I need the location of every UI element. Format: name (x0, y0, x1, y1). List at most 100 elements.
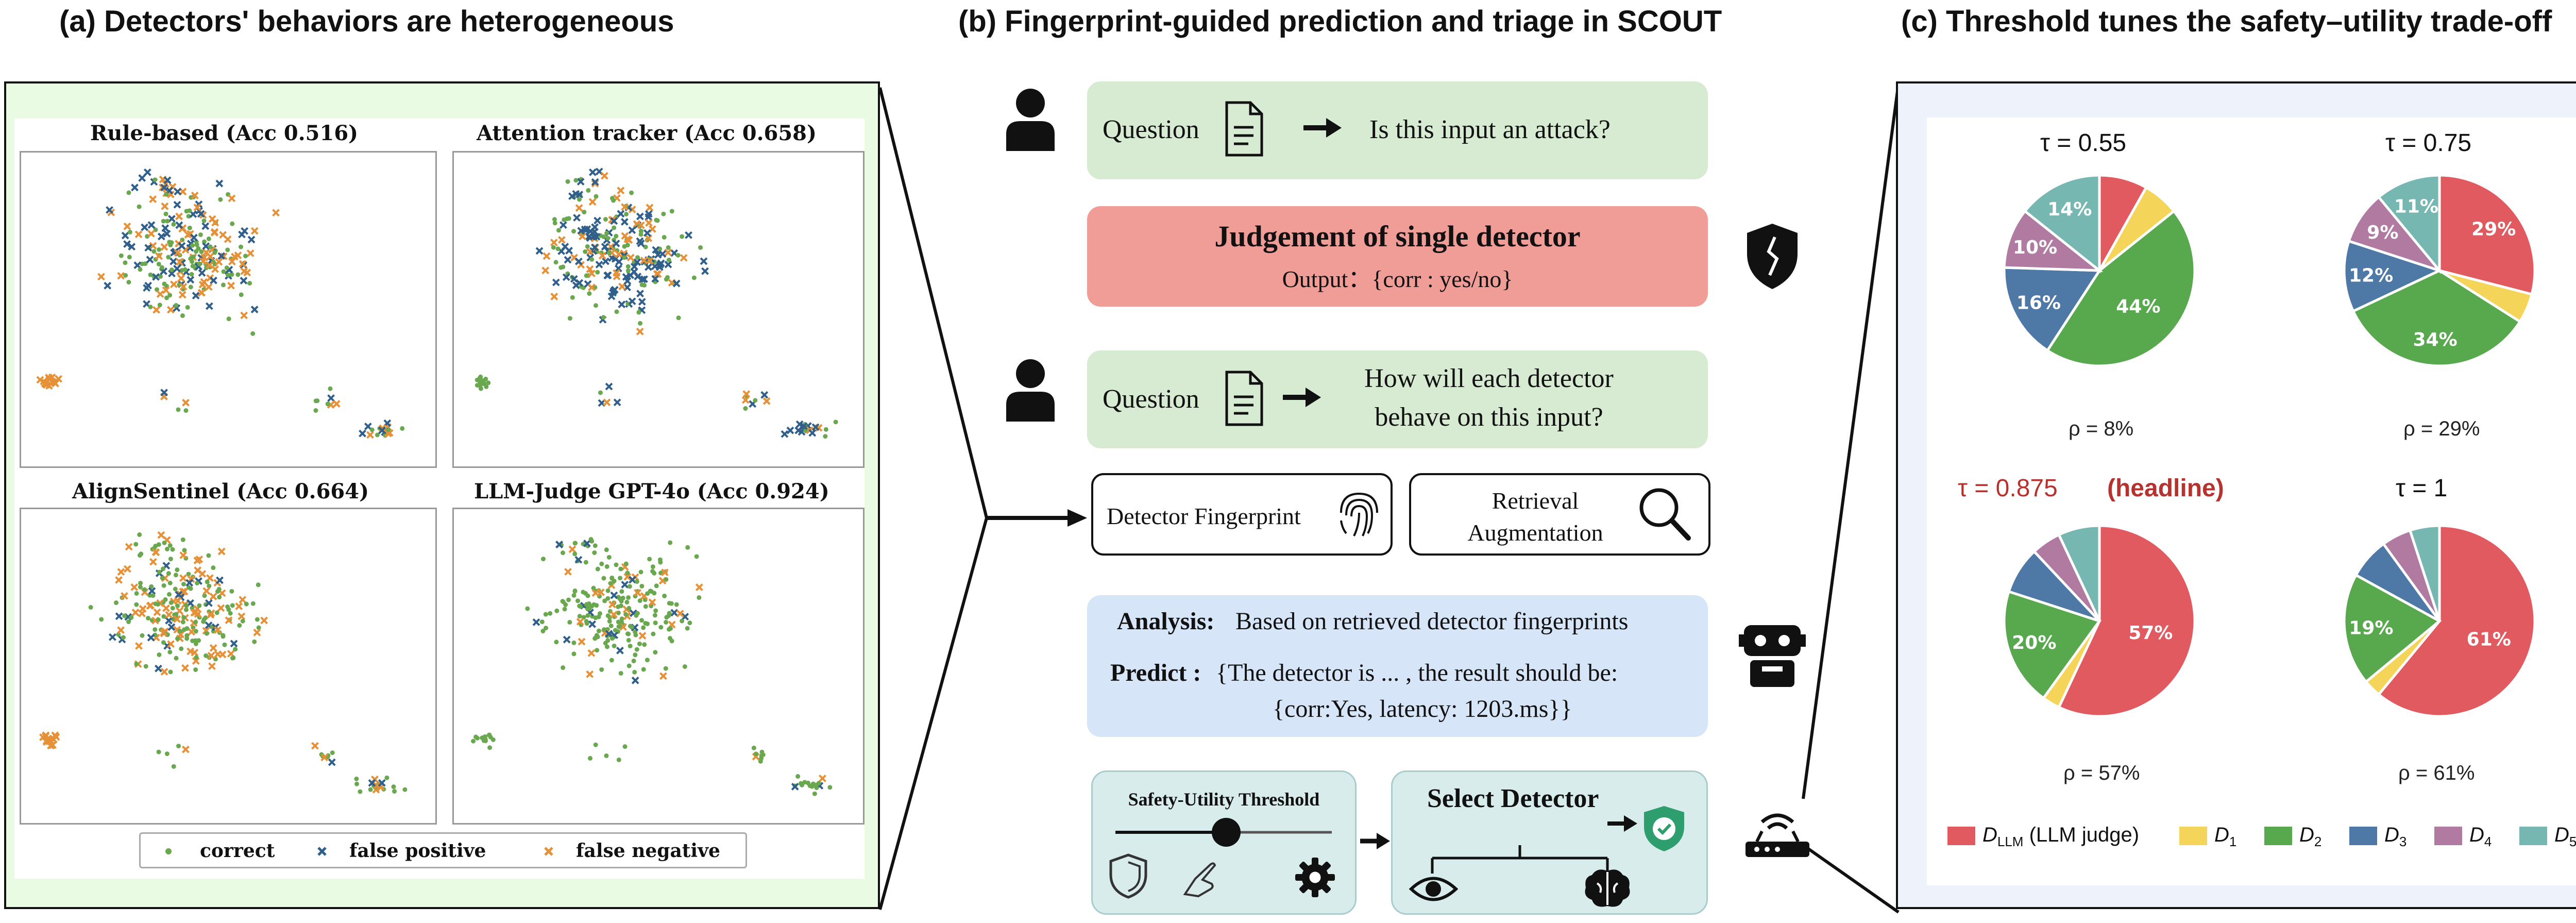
scatter-point-correct (174, 303, 179, 308)
scatter-title-alignsentinel: AlignSentinel (Acc 0.664) (72, 479, 369, 504)
scatter-point-correct (167, 543, 173, 548)
scatter-point-false-positive (613, 398, 621, 407)
scatter-point-false-negative (591, 589, 600, 597)
scatter-point-false-positive (328, 758, 336, 766)
pie-legend-d4: D4 (2434, 824, 2492, 850)
scatter-point-correct (138, 267, 143, 272)
scatter-point-correct (664, 615, 669, 620)
scatter-point-false-negative (123, 222, 131, 230)
legend-symbol: D (2214, 824, 2229, 846)
scatter-point-correct (578, 604, 583, 609)
scatter-point-false-positive (174, 188, 182, 196)
scatter-point-correct (805, 780, 810, 785)
scatter-point-correct (823, 427, 828, 432)
scatter-point-correct (127, 255, 132, 260)
scatter-point-correct (204, 653, 209, 658)
scatter-point-correct (375, 432, 380, 438)
slider-knob[interactable] (1212, 818, 1241, 847)
scatter-point-false-negative (207, 651, 215, 660)
document-icon-2 (1225, 371, 1263, 426)
scatter-point-correct (256, 582, 261, 588)
scatter-point-correct (652, 591, 657, 596)
scatter-point-false-negative (179, 282, 188, 291)
scatter-point-false-positive (672, 279, 681, 288)
scatter-plot-alignsentinel (20, 508, 437, 825)
scatter-point-false-positive (633, 258, 641, 266)
scatter-points (36, 168, 405, 439)
panel-b-title: (b) Fingerprint-guided prediction and tr… (958, 5, 1722, 38)
scatter-point-correct (643, 604, 648, 609)
pie-slice (2057, 524, 2196, 718)
scatter-point-false-negative (664, 248, 672, 257)
scatter-point-correct (759, 756, 764, 761)
scatter-point-correct (583, 591, 588, 596)
scatter-point-correct (625, 631, 631, 636)
scatter-point-correct (146, 615, 151, 620)
scatter-point-correct (169, 267, 174, 272)
scatter-point-correct (225, 247, 230, 253)
scatter-point-correct (619, 589, 624, 594)
scatter-point-correct (599, 561, 604, 566)
scatter-point-correct (221, 282, 226, 288)
scatter-point-false-positive (645, 210, 653, 218)
scatter-point-correct (658, 625, 664, 630)
scatter-point-correct (637, 641, 642, 646)
scatter-point-correct (638, 228, 643, 233)
scatter-point-correct (639, 618, 645, 623)
scatter-point-correct (173, 586, 178, 592)
scatter-point-false-negative (660, 568, 669, 577)
scatter-point-correct (743, 406, 748, 411)
scatter-point-correct (164, 546, 170, 551)
scatter-point-correct (140, 633, 145, 638)
scatter-point-false-negative (626, 254, 635, 262)
scatter-point-false-negative (177, 274, 185, 282)
scatter-point-false-positive (368, 779, 376, 787)
threshold-slider[interactable] (1113, 817, 1334, 848)
scatter-point-false-negative (180, 588, 189, 596)
scatter-point-false-negative (645, 219, 653, 227)
scatter-point-correct (158, 274, 163, 279)
scatter-point-correct (123, 260, 128, 265)
scatter-point-correct (134, 602, 139, 607)
scatter-point-correct (827, 785, 833, 790)
scatter-point-false-negative (576, 617, 584, 626)
tau-label-4: τ = 1 (2396, 475, 2448, 502)
scatter-point-correct (162, 281, 167, 287)
question-text-1: Is this input an attack? (1369, 115, 1611, 144)
scatter-points (39, 531, 408, 794)
scatter-point-false-positive (141, 223, 149, 231)
analysis-text: Based on retrieved detector fingerprints (1235, 608, 1629, 635)
scatter-point-correct (551, 245, 556, 250)
legend-correct: correct (200, 840, 275, 862)
scatter-point-correct (159, 265, 164, 270)
scatter-point-false-positive (594, 216, 601, 225)
scatter-point-false-negative (162, 604, 170, 612)
scatter-point-false-negative (645, 234, 653, 242)
scatter-point-correct (571, 651, 577, 657)
arrow-right-icon-4 (1607, 815, 1637, 832)
scatter-point-correct (150, 593, 156, 598)
scatter-point-correct (619, 598, 624, 603)
scatter-point-false-negative (634, 589, 641, 597)
scatter-point-correct (602, 627, 607, 632)
scatter-point-false-negative (130, 583, 139, 591)
scatter-point-false-positive (378, 779, 386, 787)
scatter-point-correct (642, 642, 647, 647)
scatter-point-correct (165, 219, 170, 224)
scatter-point-false-negative (117, 568, 125, 576)
scatter-point-correct (156, 617, 161, 623)
scatter-point-correct (330, 750, 335, 756)
scatter-point-correct (487, 745, 493, 750)
scatter-legend: correct false positive false negative (139, 832, 747, 868)
legend-symbol: D (1982, 824, 1997, 846)
scatter-point-correct (176, 744, 181, 749)
scatter-point-correct (627, 584, 632, 589)
scatter-point-correct (222, 642, 227, 647)
scatter-point-false-negative (695, 583, 703, 591)
scatter-point-correct (625, 264, 631, 269)
scatter-point-correct (218, 197, 223, 202)
scatter-point-false-positive (146, 256, 154, 264)
scatter-point-correct (194, 242, 199, 247)
scatter-point-false-negative (260, 616, 268, 625)
scatter-point-correct (540, 629, 546, 634)
